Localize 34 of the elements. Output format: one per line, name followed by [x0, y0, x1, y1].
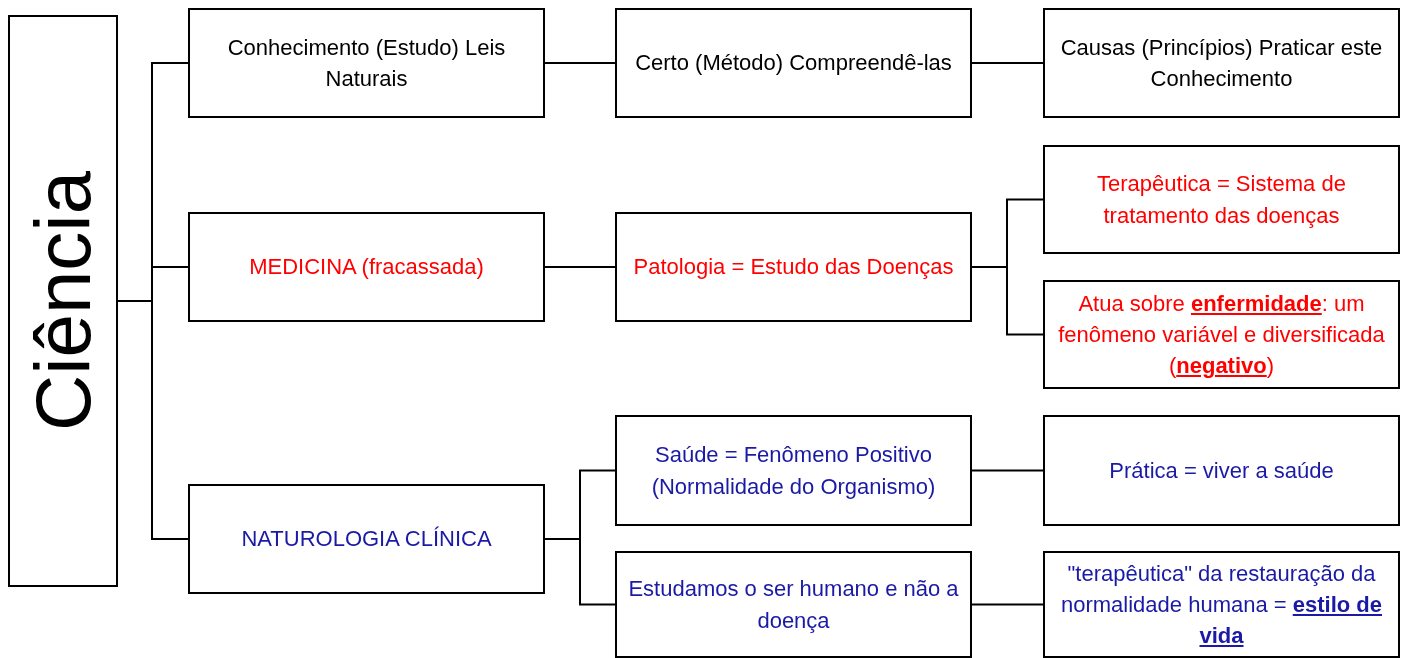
text-box	[615, 212, 972, 322]
text-box	[188, 484, 545, 594]
connector-line	[971, 62, 1044, 64]
node-text: Saúde = Fenômeno Positivo (Normalidade do Organismo)	[650, 441, 937, 501]
connector-line	[971, 603, 1044, 606]
node-text: Atua sobre enfermidade: um fenômeno variável e diversificada (negativo)	[1057, 289, 1386, 381]
connector-line	[544, 538, 616, 606]
node-text: NATUROLOGIA CLÍNICA	[241, 525, 492, 554]
text-box	[615, 551, 972, 658]
text-box	[188, 212, 545, 322]
node-text: Terapêutica = Sistema de tratamento das doenças	[1096, 170, 1347, 230]
text-box	[1043, 145, 1400, 254]
text-box	[188, 8, 545, 118]
node-text: Causas (Princípios) Praticar este Conhecimento	[1059, 33, 1384, 93]
connector-line	[544, 266, 616, 268]
node-text: Certo (Método) Compreendê-las	[635, 49, 952, 78]
node-text: Prática = viver a saúde	[1109, 456, 1334, 485]
text-box	[1043, 415, 1400, 526]
node-text: MEDICINA (fracassada)	[249, 253, 484, 282]
text-box	[1043, 280, 1400, 389]
text-box	[1043, 8, 1400, 118]
connector-line	[971, 469, 1044, 472]
node-text: Patologia = Estudo das Doenças	[633, 253, 954, 282]
node-text: Estudamos o ser humano e não a doença	[627, 575, 960, 635]
connector-line	[544, 62, 616, 64]
node-text: Conhecimento (Estudo) Leis Naturais	[226, 33, 507, 93]
node-text: "terapêutica" da restauração da normalidade humana = estilo de vida	[1060, 559, 1383, 651]
connector-line	[971, 266, 1044, 336]
text-box	[615, 415, 972, 526]
title-text: Ciência	[24, 170, 102, 432]
connector-line	[117, 300, 189, 540]
text-box	[1043, 551, 1400, 658]
text-box	[8, 15, 118, 587]
text-box	[615, 8, 972, 118]
